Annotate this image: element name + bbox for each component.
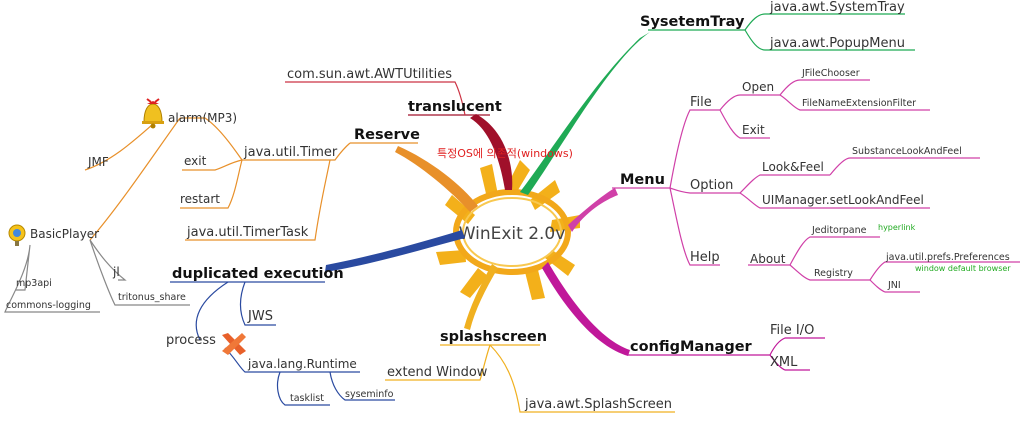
label-awtutilities: com.sun.awt.AWTUtilities	[287, 67, 452, 82]
label-jmf: JMF	[87, 155, 109, 169]
label-jl: jl	[112, 265, 120, 279]
branch-splash	[464, 264, 498, 330]
label-java-util-timertask: java.util.TimerTask	[186, 225, 309, 240]
center-title: WinExit 2.0v	[459, 224, 566, 244]
label-basicplayer: BasicPlayer	[30, 227, 99, 241]
branch-duplicated	[325, 230, 465, 272]
label-file: File	[690, 95, 712, 110]
label-commons-logging: commons-logging	[6, 300, 91, 311]
x-mark-icon	[222, 333, 246, 355]
label-tritonus-share: tritonus_share	[118, 292, 186, 303]
label-filenameextensionfilter: FileNameExtensionFilter	[802, 98, 916, 109]
label-java-lang-runtime: java.lang.Runtime	[247, 357, 357, 371]
label-systemtray: SysetemTray	[640, 14, 745, 30]
branch-config	[542, 262, 630, 356]
label-hyperlink: hyperlink	[878, 223, 916, 232]
label-syseminfo: syseminfo	[345, 389, 394, 400]
label-tasklist: tasklist	[290, 393, 324, 404]
bell-icon	[142, 98, 164, 129]
label-file-io: File I/O	[770, 323, 814, 338]
sun-center: WinExit 2.0v	[436, 160, 580, 300]
label-help: Help	[690, 250, 720, 265]
label-duplicated-execution: duplicated execution	[172, 266, 344, 282]
label-lookandfeel: Look&Feel	[762, 160, 824, 174]
label-menu: Menu	[620, 172, 665, 188]
label-alarm-mp3: alarm(MP3)	[168, 111, 237, 125]
label-exit-menu: Exit	[742, 123, 765, 137]
branch-menu	[568, 188, 618, 232]
label-registry: Registry	[814, 268, 853, 279]
label-mp3api: mp3api	[16, 278, 52, 289]
label-option: Option	[690, 178, 733, 193]
label-xml: XML	[770, 355, 798, 370]
label-splashscreen: splashscreen	[440, 329, 547, 345]
label-substancelookandfeel: SubstanceLookAndFeel	[852, 146, 962, 157]
label-extend-window: extend Window	[387, 365, 488, 380]
player-icon	[8, 224, 26, 246]
label-preferences: java.util.prefs.Preferences	[885, 252, 1010, 263]
label-uimanager: UIManager.setLookAndFeel	[762, 193, 924, 207]
label-jws: JWS	[247, 309, 273, 324]
connectors	[4, 13, 1020, 413]
label-java-awt-systemtray: java.awt.SystemTray	[769, 0, 905, 15]
label-configmanager: configManager	[630, 339, 753, 355]
label-translucent: translucent	[408, 99, 502, 115]
label-java-awt-popupmenu: java.awt.PopupMenu	[769, 36, 905, 51]
label-reserve: Reserve	[354, 127, 420, 143]
label-jfilechooser: JFileChooser	[801, 68, 860, 79]
label-exit-timer: exit	[184, 154, 207, 168]
label-java-awt-splashscreen: java.awt.SplashScreen	[524, 397, 672, 412]
label-restart: restart	[180, 192, 220, 206]
branch-reserve	[395, 146, 478, 212]
branch-translucent	[470, 114, 513, 190]
branch-systemtray	[520, 32, 650, 195]
label-about: About	[750, 252, 786, 266]
label-window-default-browser: window default browser	[915, 264, 1011, 273]
label-jeditorpane: Jeditorpane	[811, 225, 867, 236]
label-open: Open	[742, 80, 774, 94]
os-note: 특정OS에 의존적(windows)	[437, 147, 573, 160]
label-process: process	[166, 333, 216, 348]
label-jni: JNI	[887, 280, 901, 291]
label-java-util-timer: java.util.Timer	[243, 145, 338, 160]
